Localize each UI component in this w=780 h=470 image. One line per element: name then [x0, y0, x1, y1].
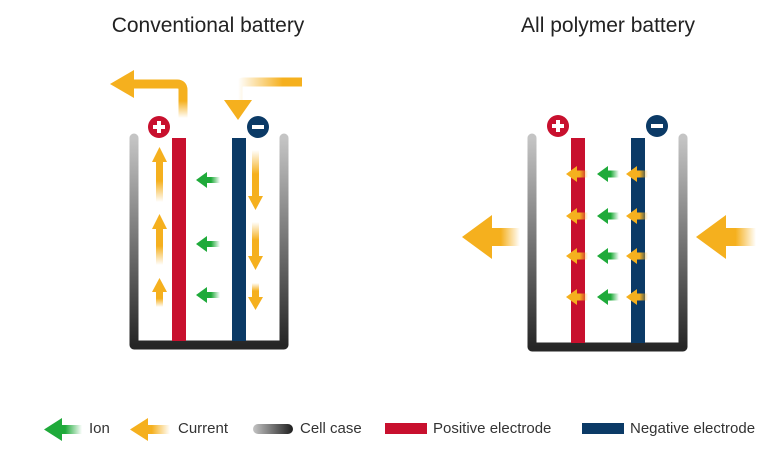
- red-bar-icon: [385, 423, 427, 434]
- conventional-current-down-arrows: [248, 150, 263, 310]
- conventional-ion-arrows: [196, 172, 220, 303]
- conventional-positive-terminal: [148, 116, 170, 138]
- current-out-arrow: [110, 70, 188, 118]
- legend-label-ion: Ion: [89, 420, 110, 437]
- yellow-arrow-left-icon: [130, 418, 170, 441]
- legend: Ion Current Cell case Positive electrode…: [0, 414, 780, 444]
- conventional-battery-title: Conventional battery: [111, 14, 305, 37]
- current-arrow: [626, 166, 648, 182]
- polymer-arrows: [566, 166, 648, 305]
- polymer-negative-electrode: [631, 138, 645, 343]
- legend-label-negative-electrode: Negative electrode: [630, 420, 756, 437]
- legend-label-current: Current: [178, 420, 229, 437]
- conventional-negative-electrode: [232, 138, 246, 341]
- legend-label-cell-case: Cell case: [300, 420, 362, 437]
- polymer-positive-terminal: [547, 115, 569, 137]
- current-in-arrow: [224, 77, 302, 120]
- ion-arrow: [597, 289, 619, 305]
- gray-gradient-bar-icon: [253, 424, 293, 434]
- current-in-big-arrow: [696, 215, 756, 259]
- current-out-big-arrow: [462, 215, 520, 259]
- current-arrow: [626, 289, 648, 305]
- ion-arrow: [597, 248, 619, 264]
- ion-arrow: [597, 166, 619, 182]
- green-arrow-left-icon: [44, 418, 82, 441]
- conventional-positive-electrode: [172, 138, 186, 341]
- conventional-negative-terminal: [247, 116, 269, 138]
- current-arrow: [566, 208, 588, 224]
- polymer-battery-title: All polymer battery: [521, 14, 695, 37]
- current-arrow: [566, 289, 588, 305]
- current-arrow: [626, 208, 648, 224]
- polymer-cell-case: [527, 133, 688, 352]
- polymer-positive-electrode: [571, 138, 585, 343]
- ion-arrow: [597, 208, 619, 224]
- current-arrow: [566, 248, 588, 264]
- current-arrow: [566, 166, 588, 182]
- navy-bar-icon: [582, 423, 624, 434]
- polymer-negative-terminal: [646, 115, 668, 137]
- legend-label-positive-electrode: Positive electrode: [433, 420, 552, 437]
- conventional-current-up-arrows: [152, 147, 167, 307]
- current-arrow: [626, 248, 648, 264]
- conventional-cell-case: [129, 133, 289, 350]
